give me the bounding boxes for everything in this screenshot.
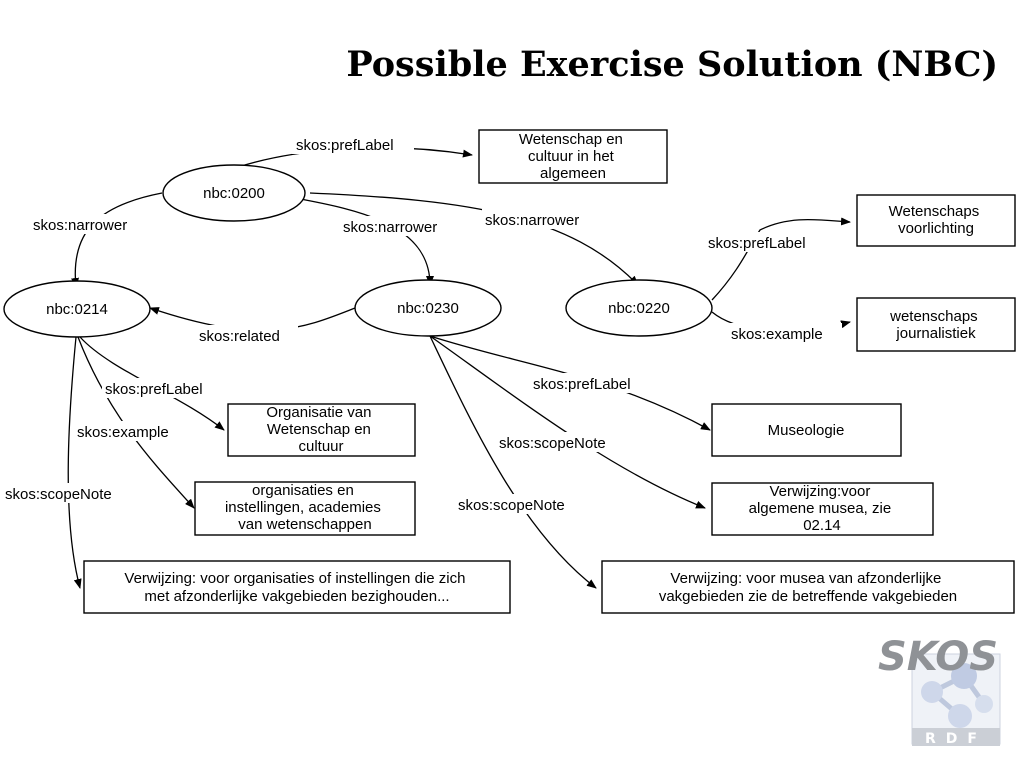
edge-line (67, 336, 82, 589)
literal-museologie: Museologie (768, 422, 845, 439)
edge-label-narrower: skos:narrower (343, 219, 437, 236)
edge-line (309, 192, 639, 286)
concept-node-0214: nbc:0214 (46, 301, 108, 318)
concept-node-0214-shape (3, 280, 151, 338)
edge-line (711, 217, 851, 301)
edge-label-preflabel: skos:prefLabel (105, 381, 203, 398)
logo-rdf-text: RDF (925, 731, 987, 747)
literal-box (478, 129, 668, 184)
edge-line (429, 335, 706, 509)
literal-wetenschap-cultuur: Wetenschap en cultuur in het algemeen (519, 131, 627, 182)
literal-box (711, 403, 902, 457)
edge-label-related: skos:related (199, 328, 280, 345)
skos-rdf-logo: SKOS RDF (878, 634, 1001, 747)
edge-label-example: skos:example (77, 424, 169, 441)
edge-label-scopenote: skos:scopeNote (458, 497, 565, 514)
literal-box (194, 481, 416, 536)
edge-line (294, 197, 434, 286)
concept-node-0200-shape (162, 164, 306, 222)
concept-node-0220: nbc:0220 (608, 300, 670, 317)
edge-label-preflabel: skos:prefLabel (708, 235, 806, 252)
literal-verwijzing-organisaties: Verwijzing: voor organisaties of instell… (124, 570, 469, 605)
edge-label-scopenote: skos:scopeNote (499, 435, 606, 452)
edge-line (71, 192, 163, 288)
literal-box (83, 560, 511, 614)
edge-label-preflabel: skos:prefLabel (533, 376, 631, 393)
literal-wetenschaps-voorlichting: Wetenschaps voorlichting (889, 203, 984, 237)
concept-node-0220-shape (565, 279, 713, 337)
edge-label-scopenote: skos:scopeNote (5, 486, 112, 503)
literal-box (856, 297, 1016, 352)
literal-verwijzing-algemene-musea: Verwijzing:voor algemene musea, zie 02.1… (749, 483, 896, 534)
logo-skos-text: SKOS (878, 634, 998, 680)
concept-node-0230-shape (354, 279, 502, 337)
edge-label-narrower: skos:narrower (33, 217, 127, 234)
literal-organisatie-wetenschap: Organisatie van Wetenschap en cultuur (266, 404, 375, 455)
literal-box (227, 403, 416, 457)
edge-label-example: skos:example (731, 326, 823, 343)
literal-wetenschaps-journalistiek: wetenschaps journalistiek (889, 308, 982, 342)
literal-verwijzing-musea: Verwijzing: voor musea van afzonderlijke… (659, 570, 957, 605)
literal-organisaties-instellingen: organisaties en instellingen, academies … (225, 482, 385, 533)
edge-label-preflabel: skos:prefLabel (296, 137, 394, 154)
page-title: Possible Exercise Solution (NBC) (346, 44, 998, 85)
edge-label-narrower: skos:narrower (485, 212, 579, 229)
literal-box (601, 560, 1015, 614)
literal-box (856, 194, 1016, 247)
concept-node-0230: nbc:0230 (397, 300, 459, 317)
concept-node-0200: nbc:0200 (203, 185, 265, 202)
edge-line (429, 335, 597, 589)
literal-box (711, 482, 934, 536)
